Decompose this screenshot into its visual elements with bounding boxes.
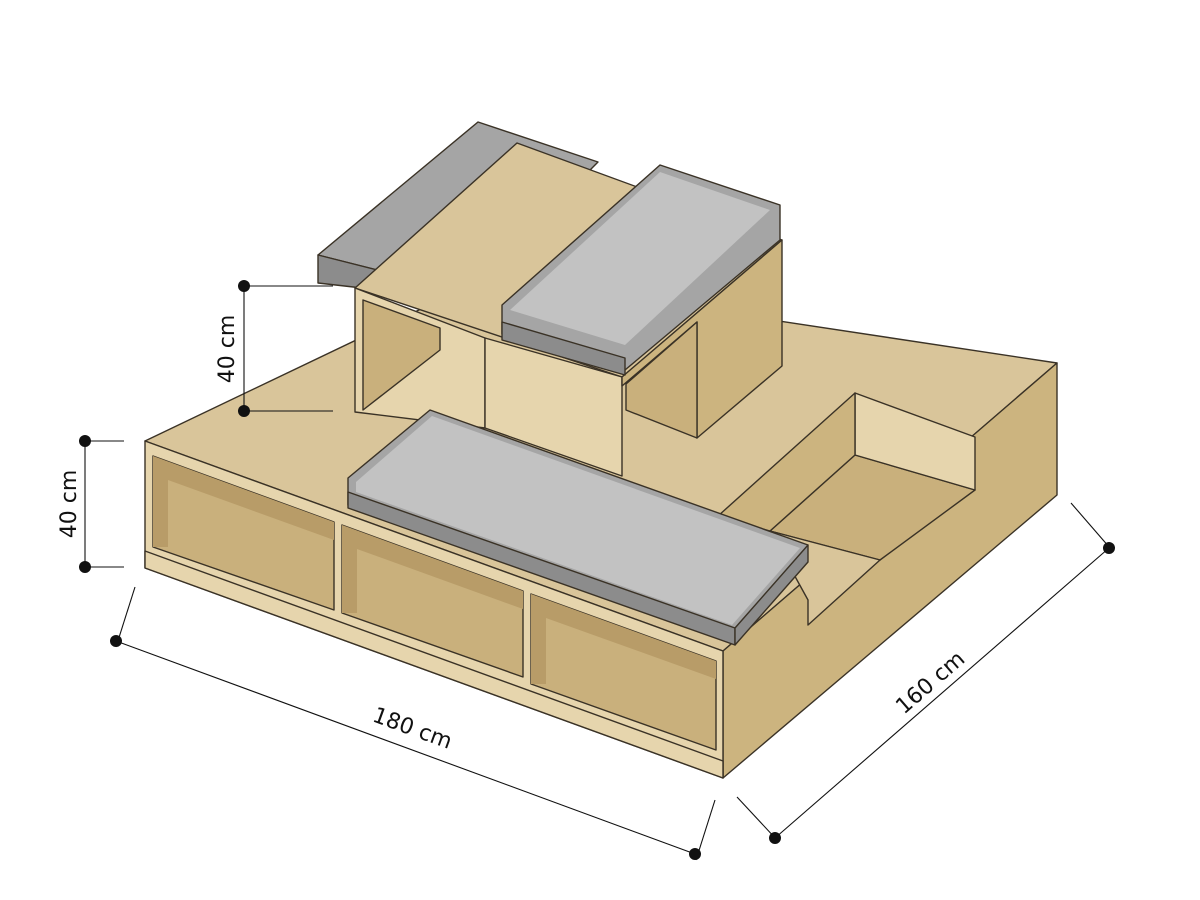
compartment-shadow-left bbox=[153, 456, 334, 547]
upper-box-center-panel bbox=[484, 337, 623, 477]
base-height-label: 40 cm bbox=[57, 470, 82, 539]
dimension-upper-height: 40 cm bbox=[215, 280, 333, 417]
base-plinth bbox=[144, 550, 724, 779]
width-endpoint-right bbox=[689, 848, 701, 860]
base-height-endpoint-bottom bbox=[79, 561, 91, 573]
upper-height-endpoint-top bbox=[238, 280, 250, 292]
upper-cushion-highlight bbox=[510, 172, 770, 345]
base-height-endpoint-top bbox=[79, 435, 91, 447]
upper-box-left-opening bbox=[362, 299, 441, 411]
bench-cushion-end bbox=[734, 544, 809, 646]
compartment-shadow-right bbox=[531, 594, 716, 684]
width-label: 180 cm bbox=[369, 703, 455, 755]
dimension-base-height: 40 cm bbox=[57, 435, 124, 573]
bench-cushion-highlight bbox=[356, 416, 800, 625]
upper-height-endpoint-bottom bbox=[238, 405, 250, 417]
front-shelf-compartments bbox=[152, 455, 717, 751]
depth-label: 160 cm bbox=[891, 647, 970, 720]
upper-height-label: 40 cm bbox=[215, 315, 240, 384]
front-bench-cushion bbox=[347, 409, 809, 646]
upper-cushion-front bbox=[501, 321, 626, 376]
upper-right-cushion bbox=[501, 164, 781, 376]
width-endpoint-left bbox=[110, 635, 122, 647]
compartment-shadow-middle bbox=[342, 525, 523, 613]
depth-endpoint-front bbox=[769, 832, 781, 844]
upper-box-right-opening bbox=[625, 321, 698, 439]
depth-endpoint-back bbox=[1103, 542, 1115, 554]
